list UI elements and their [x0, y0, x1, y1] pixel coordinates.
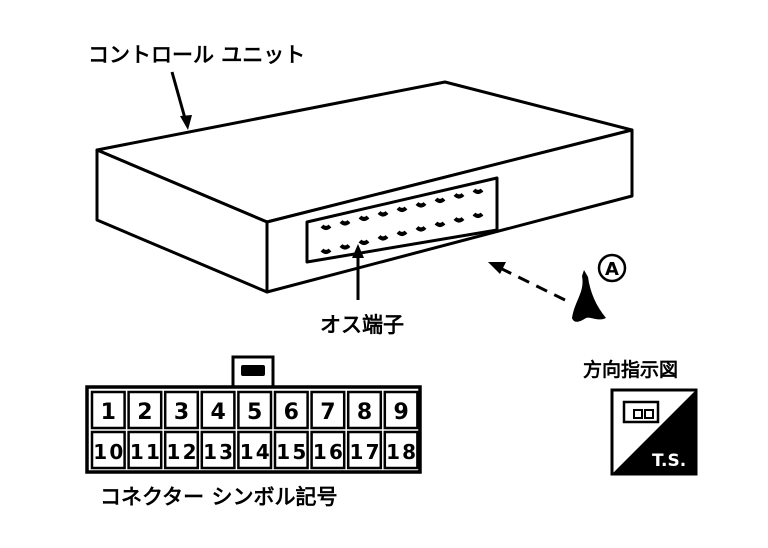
connector-cell: 5 — [237, 390, 273, 430]
connector-cell: 14 — [237, 430, 273, 470]
ts-label: T.S. — [652, 451, 686, 471]
terminal-number: 3 — [174, 400, 189, 425]
control-unit-leader-line — [170, 71, 188, 123]
connector-cell: 16 — [310, 430, 346, 470]
connector-cell: 9 — [383, 390, 419, 430]
cell-box — [90, 430, 126, 470]
arrowhead-icon — [180, 115, 192, 130]
control-unit-label: コントロール ユニット — [88, 43, 305, 67]
connector-pin — [358, 239, 370, 245]
connector-pins — [320, 188, 484, 254]
view-direction-arrow — [499, 266, 566, 302]
lock-tab-mark — [241, 365, 265, 376]
cell-box — [237, 430, 273, 470]
direction-indicator-icon: T.S. — [610, 388, 698, 476]
cell-box — [237, 390, 273, 430]
cell-box — [127, 390, 163, 430]
terminal-number: 9 — [393, 400, 408, 425]
connector-cell: 18 — [383, 430, 419, 470]
connector-symbol-caption: コネクター シンボル記号 — [100, 485, 337, 509]
connector-pin — [472, 212, 484, 218]
view-marker-label: A — [605, 259, 619, 280]
connector-pin — [339, 244, 351, 250]
connector-cell: 2 — [127, 390, 163, 430]
cell-box — [273, 390, 309, 430]
cell-box — [383, 390, 419, 430]
cell-box — [310, 390, 346, 430]
connector-pin — [377, 235, 389, 241]
connector-pin — [377, 211, 389, 217]
cell-box — [346, 430, 383, 470]
connector-pin — [339, 220, 351, 226]
connector-cell: 1 — [90, 390, 126, 430]
connector-pin — [472, 188, 484, 194]
connector-cell: 7 — [310, 390, 346, 430]
connector-pin — [415, 226, 427, 232]
connector-pin — [453, 217, 465, 223]
connector-cell: 4 — [200, 390, 236, 430]
cell-box — [383, 430, 419, 470]
terminal-number: 2 — [137, 400, 152, 425]
cell-box — [90, 390, 126, 430]
view-marker-circle — [597, 253, 627, 283]
connector-cell: 10 — [90, 430, 126, 470]
arrowhead-icon — [488, 262, 506, 274]
connector-cell: 8 — [346, 390, 383, 430]
cell-box — [346, 390, 383, 430]
connector-pin — [453, 193, 465, 199]
arrowhead-icon — [352, 244, 364, 258]
connector-cell: 13 — [200, 430, 236, 470]
cell-box — [200, 430, 236, 470]
cell-box — [163, 390, 200, 430]
direction-diagram-title: 方向指示図 — [583, 358, 678, 381]
cell-box — [163, 430, 200, 470]
connector-pin — [320, 224, 332, 230]
connector-cell: 12 — [163, 430, 200, 470]
male-terminal-label: オス端子 — [320, 313, 404, 337]
terminal-number: 5 — [247, 400, 262, 425]
connector-cell: 15 — [273, 430, 309, 470]
terminal-number: 8 — [357, 400, 372, 425]
terminal-number: 7 — [320, 400, 335, 425]
connector-pin — [434, 221, 446, 227]
cell-box — [310, 430, 346, 470]
connector-pin — [396, 230, 408, 236]
connector-cell: 17 — [346, 430, 383, 470]
connector-pin — [358, 215, 370, 221]
connector-cell: 11 — [127, 430, 163, 470]
cell-box — [273, 430, 309, 470]
connector-cell: 3 — [163, 390, 200, 430]
connector-cell: 6 — [273, 390, 309, 430]
terminal-number: 4 — [210, 400, 225, 425]
connector-port — [305, 176, 499, 264]
connector-pin — [396, 206, 408, 212]
control-unit-box — [95, 80, 634, 294]
terminal-number: 6 — [284, 400, 299, 425]
connector-pin — [434, 197, 446, 203]
connector-pin — [320, 248, 332, 254]
cell-box — [127, 430, 163, 470]
terminal-number: 1 — [101, 400, 116, 425]
connector-pin — [415, 202, 427, 208]
cell-box — [200, 390, 236, 430]
eye-viewpoint-icon — [572, 270, 606, 322]
